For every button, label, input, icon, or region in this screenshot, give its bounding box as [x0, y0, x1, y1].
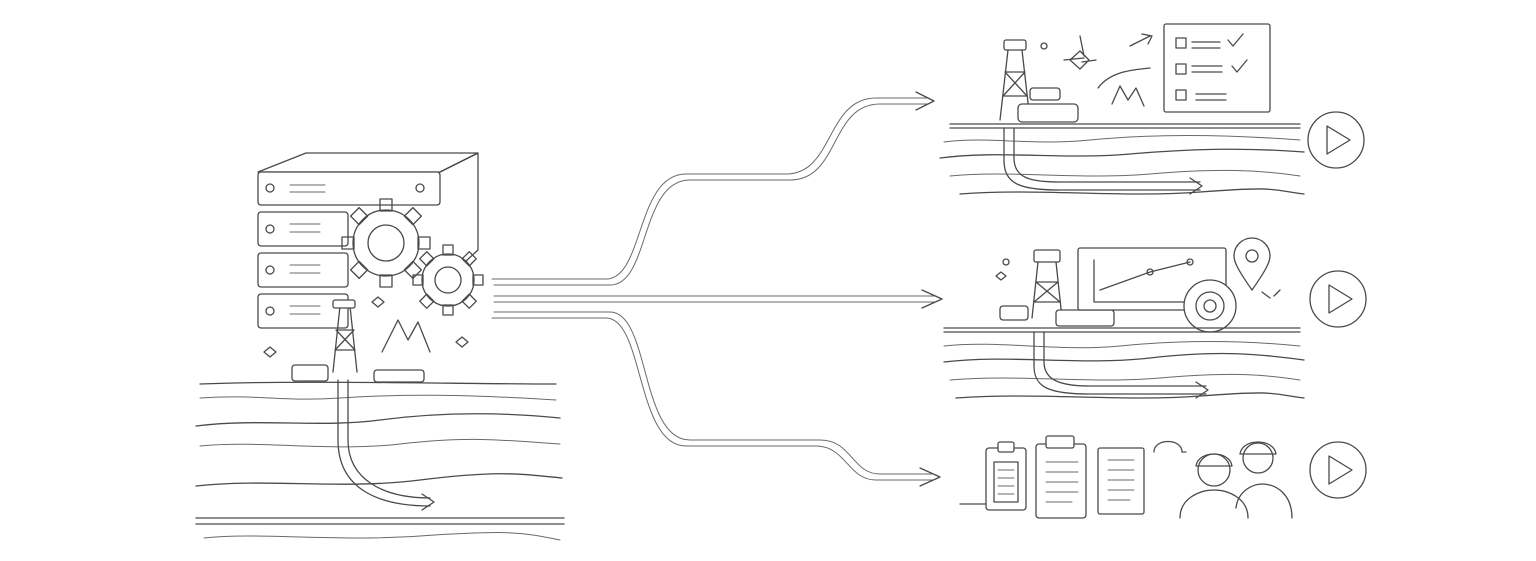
- clipboard-icon: [959, 441, 1027, 511]
- connector-arrow-middle: [493, 289, 943, 309]
- server-rack-icon: [257, 152, 479, 329]
- play-button-3[interactable]: [1309, 441, 1367, 499]
- play-button-icon: [1326, 125, 1351, 155]
- output-scene-3: [959, 435, 1293, 519]
- horizontal-wellbore-icon: [939, 123, 1305, 195]
- gears-icon: [341, 198, 484, 316]
- report-icon: [1097, 447, 1145, 515]
- checklist-panel-icon: [1163, 23, 1271, 113]
- document-icon: [1035, 435, 1087, 519]
- trend-line-icon: [1040, 33, 1153, 107]
- oil-derrick-icon: [999, 39, 1079, 123]
- connector-arrow-bottom: [491, 311, 941, 487]
- oil-derrick-icon: [995, 249, 1115, 327]
- play-button-2[interactable]: [1309, 270, 1367, 328]
- mountain-logo-icon: [263, 296, 469, 358]
- play-button-icon: [1328, 455, 1353, 485]
- target-icon: [1183, 279, 1237, 333]
- hard-hat-worker-icon: [1153, 440, 1293, 519]
- horizontal-wellbore-icon: [195, 379, 565, 541]
- connector-arrow-top: [491, 91, 935, 286]
- play-button-1[interactable]: [1307, 111, 1365, 169]
- horizontal-wellbore-icon: [943, 327, 1305, 399]
- output-scene-2: [943, 237, 1305, 399]
- oil-derrick-icon: [291, 299, 425, 383]
- play-button-icon: [1328, 284, 1353, 314]
- output-scene-1: [939, 23, 1305, 195]
- location-pin-icon: [1233, 237, 1281, 299]
